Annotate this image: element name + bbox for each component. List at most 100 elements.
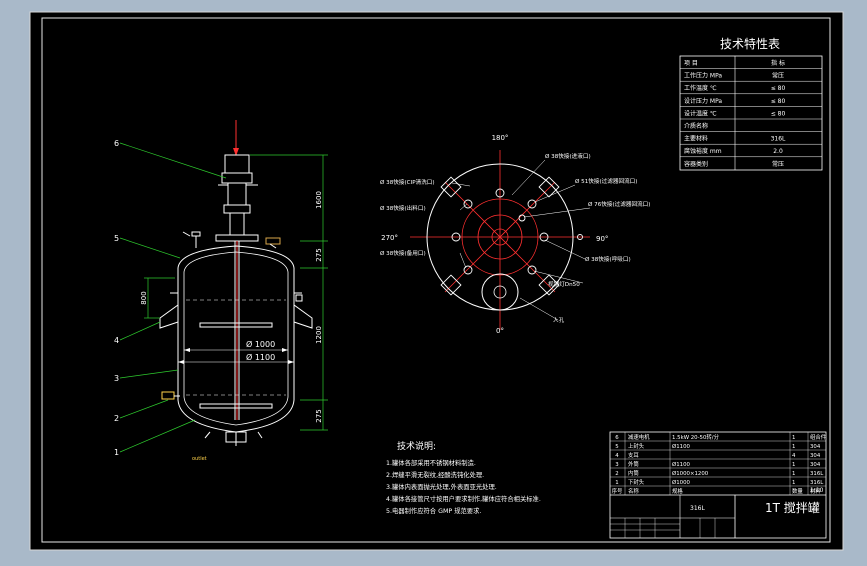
nozzle-label: Ø 38快接(呼吸口) (585, 255, 631, 263)
bom-name: 内筒 (628, 469, 639, 477)
bom-material: 316L (810, 480, 823, 486)
part-number-label: 5 (114, 234, 119, 243)
part-number-label: 4 (114, 336, 119, 345)
part-number-label: 6 (114, 139, 119, 148)
nozzle-label: Ø 38快接(进液口) (545, 152, 591, 160)
dimension-bottom-height: 275 (315, 409, 323, 422)
tech-table-row-label: 腐蚀裕度 mm (684, 147, 722, 155)
dimension-head-height: 275 (315, 248, 323, 261)
tech-table-row-value: ≤ 80 (771, 85, 786, 92)
bom-spec: Ø1100 (672, 443, 691, 450)
bom-qty: 1 (792, 462, 795, 468)
nozzle-orientation-view (410, 150, 591, 330)
bom-index: 2 (615, 471, 618, 477)
part-number-label: 1 (114, 448, 119, 457)
note-line: 4.罐体各接管尺寸按用户要求制作,罐体应符合相关标准. (386, 494, 541, 503)
tech-table-row-value: ≤ 80 (771, 98, 786, 105)
bom-index: 5 (615, 444, 618, 450)
bom-name: 支耳 (628, 451, 639, 459)
height-dimension-chain (144, 154, 328, 431)
part-number-label: 2 (114, 414, 119, 423)
tech-table-row-value: 常压 (772, 72, 784, 80)
bom-qty: 1 (792, 471, 795, 477)
tech-table-header-item: 项 目 (684, 60, 698, 67)
tech-table-row-value: 316L (771, 136, 786, 143)
bom-material: 材料 (810, 487, 821, 495)
tech-table-row-label: 工作温度 ℃ (684, 84, 717, 92)
support-lug-right (293, 304, 313, 329)
vessel-elevation-view: outlet (159, 120, 313, 462)
tech-table-row-label: 工作压力 MPa (684, 72, 722, 80)
note-line: 2.焊缝平滑无裂纹,经酸洗钝化处理. (386, 470, 484, 479)
nozzle-label: Ø 51快接(过滤器回流口) (575, 177, 637, 185)
bom-material: 304 (810, 462, 821, 468)
angle-label-left: 270° (381, 234, 398, 242)
drawing-border (41, 17, 831, 543)
tech-table-row-value: 2.0 (773, 148, 783, 155)
nozzle-label: Ø 76快接(过滤器回流口) (588, 200, 650, 208)
nozzle-label: 人孔 (553, 316, 565, 324)
bom-index: 4 (615, 453, 619, 459)
bom-qty: 4 (792, 453, 796, 459)
bom-index: 1 (615, 480, 618, 486)
bom-spec: 规格 (672, 487, 683, 495)
tech-table-header-value: 指 标 (771, 59, 785, 67)
bom-qty: 1 (792, 435, 795, 441)
drawing-canvas (29, 11, 844, 551)
tech-table-row-value: ≤ 80 (771, 110, 786, 117)
nozzle-label: 视镜灯Dn50 (548, 280, 580, 288)
title-material-code: 316L (690, 505, 705, 512)
agitator-blade-upper (199, 322, 273, 328)
outer-jacket (177, 245, 295, 433)
support-lug-left (159, 304, 179, 329)
notes-heading: 技术说明: (397, 440, 436, 452)
bom-material: 316L (810, 471, 823, 477)
part-number-label: 3 (114, 374, 119, 383)
bom-name: 外筒 (628, 460, 639, 468)
tech-table-row-label: 设计压力 MPa (684, 97, 722, 105)
bom-qty: 1 (792, 480, 795, 486)
tech-table-row-label: 主要材料 (684, 135, 708, 143)
dimension-body-height: 1200 (315, 326, 323, 344)
bom-index: 序号 (612, 487, 623, 495)
bom-spec: 1.5kW 20-50转/分 (672, 433, 720, 441)
tech-table-row-label: 设计温度 ℃ (684, 109, 717, 117)
nozzle-label: Ø 38快接(CIP清洗口) (380, 178, 435, 186)
tech-table-row-value: 常压 (772, 160, 784, 168)
dimension-inner-diameter: Ø 1000 (246, 339, 275, 349)
agitator-blade-lower (199, 403, 273, 409)
note-line: 5.电器制作应符合 GMP 规范要求. (386, 506, 481, 515)
note-line: 1.罐体各部采用不锈钢材料制造. (386, 458, 476, 467)
bill-of-materials: 6 减速电机 1.5kW 20-50转/分 1 组合件 5 上封头 Ø1100 1 304 4 支耳 4… (609, 431, 827, 539)
bom-spec: Ø1000×1200 (672, 470, 709, 477)
dimension-outer-diameter: Ø 1100 (246, 352, 275, 362)
bom-name: 上封头 (628, 442, 645, 450)
bom-material: 组合件 (810, 433, 827, 441)
bom-name: 名称 (628, 487, 639, 495)
bom-name: 减速电机 (628, 433, 650, 441)
angle-label-top: 180° (492, 134, 509, 142)
technical-notes: 技术说明: 1.罐体各部采用不锈钢材料制造. 2.焊缝平滑无裂纹,经酸洗钝化处理.… (386, 440, 541, 515)
nozzle-label: Ø 38快接(备用口) (380, 249, 426, 257)
part-leaders (119, 142, 227, 453)
title-block: 316L 1T 搅拌罐 1:10 (610, 487, 826, 538)
angle-label-right: 90° (596, 235, 608, 243)
dimension-motor-height: 1600 (315, 191, 323, 209)
bom-index: 3 (615, 462, 618, 468)
note-line: 3.罐体内表面抛光处理,外表面亚光处理. (386, 482, 497, 491)
angle-label-bottom: 0° (496, 327, 504, 335)
drawing-title: 1T 搅拌罐 (765, 500, 820, 515)
bom-name: 下封头 (628, 478, 645, 486)
bom-spec: Ø1100 (672, 461, 691, 468)
bom-spec: Ø1000 (672, 479, 691, 486)
tech-table-heading: 技术特性表 (720, 36, 780, 51)
tech-table-row-label: 容器类别 (684, 160, 708, 168)
dimension-left-height: 800 (140, 291, 148, 304)
bom-material: 304 (810, 444, 821, 450)
bom-index: 6 (615, 435, 619, 441)
svg-text:outlet: outlet (192, 456, 207, 462)
title-scale: 1:10 (810, 487, 824, 494)
tech-table-row-label: 介质名称 (684, 122, 708, 130)
